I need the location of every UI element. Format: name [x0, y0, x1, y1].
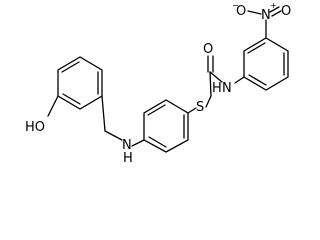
bond-nitro-o-left [247, 10, 262, 15]
amide-n-label: N [222, 81, 232, 96]
amine-n-label: N [122, 138, 132, 153]
amine-h-label: H [123, 151, 133, 166]
hydroxyphenyl-ring [57, 56, 103, 110]
bond-ch2-co [209, 71, 212, 97]
nitrophenyl-ring [243, 37, 289, 91]
molecule-structure: HO N H S O N H O − N + O [25, 1, 291, 166]
plus-charge-label: + [270, 1, 277, 10]
bond-ch2-nh [104, 130, 123, 141]
bond-ring-oh [47, 95, 59, 117]
bond-ring-s [187, 107, 197, 114]
nitro-o-right-label: O [281, 4, 291, 19]
bond-nh-ring [234, 76, 245, 84]
nitro-n-label: N [261, 8, 271, 23]
bond-ring-ch2 [101, 95, 106, 132]
bond-co-nh [209, 71, 223, 83]
bond-s-ch2 [205, 95, 212, 108]
bond-nitro-o-right-2 [271, 10, 282, 17]
bond-nh-ring [131, 139, 145, 147]
bond-nitro-o-right-1 [269, 6, 280, 13]
sulfur-label: S [196, 100, 204, 115]
nitro-o-left-label: O [236, 4, 246, 19]
amide-h-label: H [212, 81, 222, 96]
hydroxyl-label: HO [25, 120, 45, 135]
minus-charge-label: − [232, 1, 239, 10]
thiophenyl-ring [143, 99, 189, 153]
carbonyl-o-label: O [203, 42, 213, 57]
